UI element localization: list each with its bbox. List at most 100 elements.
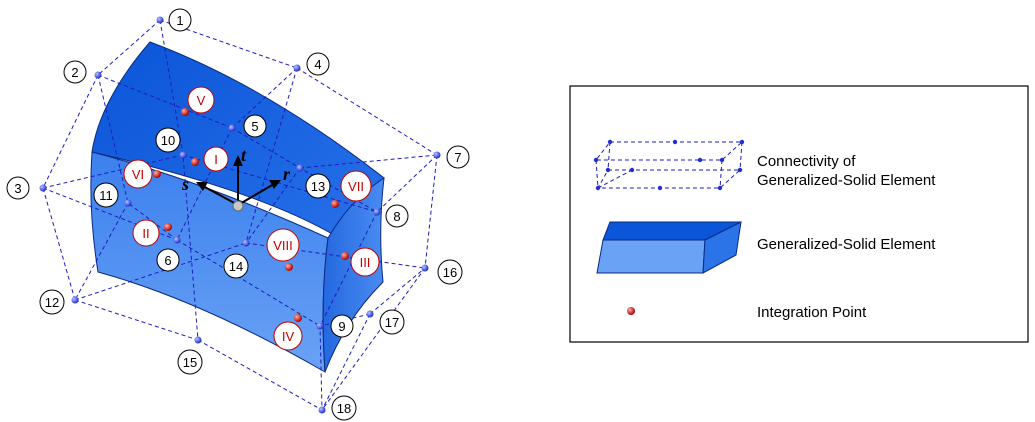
node-point <box>293 64 301 72</box>
node-label-text: 15 <box>183 355 197 370</box>
node-label-text: 1 <box>176 13 183 28</box>
r-axis-line <box>237 183 275 206</box>
ip-label-text: VIII <box>273 238 293 253</box>
node-point <box>421 264 429 272</box>
integration-point <box>341 252 349 260</box>
node-labels: 1 2 3 4 5 6 7 8 9 10 11 12 13 14 15 16 1… <box>6 8 470 421</box>
integration-point-icon <box>627 307 635 315</box>
node-label-text: 2 <box>71 65 78 80</box>
node-label-text: 17 <box>385 315 399 330</box>
solid-element-icon <box>596 221 742 274</box>
node-label-text: 8 <box>393 209 400 224</box>
node-point <box>373 208 381 216</box>
integration-point <box>294 314 302 322</box>
node-label-text: 5 <box>251 119 258 134</box>
integration-point <box>285 263 293 271</box>
ip-label-text: VI <box>132 167 144 182</box>
node-label-text: 4 <box>314 57 321 72</box>
legend-element-label: Generalized-Solid Element <box>757 236 936 253</box>
node-label-4: 4 <box>306 52 330 76</box>
node-label-9: 9 <box>330 314 354 338</box>
node-point <box>318 406 326 414</box>
connectivity-icon <box>594 141 744 189</box>
node-label-18: 18 <box>331 395 357 421</box>
integration-point <box>153 170 161 178</box>
node-label-text: 18 <box>337 401 351 416</box>
integration-point <box>164 223 172 231</box>
node-label-text: 9 <box>338 319 345 334</box>
ip-label-VI: VI <box>123 159 153 189</box>
node-point <box>156 16 164 24</box>
integration-points <box>153 108 349 322</box>
node-label-10: 10 <box>155 127 181 153</box>
node-label-text: 6 <box>164 253 171 268</box>
ip-label-text: V <box>197 93 206 108</box>
node-label-text: 10 <box>161 133 175 148</box>
node-point <box>316 322 324 330</box>
ip-label-text: II <box>142 226 149 241</box>
legend-box <box>569 85 1029 343</box>
s-axis-label: s <box>181 174 189 194</box>
origin-point <box>232 200 244 212</box>
legend: Connectivity of Generalized-Solid Elemen… <box>569 85 1029 343</box>
node-point <box>433 151 441 159</box>
node-point <box>179 151 187 159</box>
s-axis-arrow <box>196 182 208 191</box>
node-point <box>94 71 102 79</box>
node-label-16: 16 <box>437 259 463 285</box>
node-point <box>71 296 79 304</box>
node-label-text: 12 <box>45 295 59 310</box>
s-axis-line <box>202 185 239 206</box>
node-label-12: 12 <box>39 289 65 315</box>
node-label-text: 16 <box>443 265 457 280</box>
ip-label-VIII: VIII <box>266 228 300 262</box>
node-label-text: 14 <box>229 259 243 274</box>
node-point <box>39 184 47 192</box>
node-point <box>242 239 250 247</box>
local-axes <box>196 155 281 212</box>
ip-label-text: I <box>214 152 218 167</box>
ip-label-IV: IV <box>273 321 303 351</box>
solid-top-face <box>91 41 385 261</box>
node-label-11: 11 <box>93 182 119 208</box>
ip-label-VII: VII <box>340 170 372 202</box>
ip-label-text: IV <box>282 329 295 344</box>
node-label-15: 15 <box>177 349 203 375</box>
node-label-text: 7 <box>454 150 461 165</box>
node-label-17: 17 <box>379 309 405 335</box>
r-axis-arrow <box>269 180 281 189</box>
integration-point-labels: I II III IV V VI VII VIII <box>123 86 380 351</box>
node-point <box>366 310 374 318</box>
integration-point <box>181 108 189 116</box>
ip-label-III: III <box>350 247 380 277</box>
node-label-13: 13 <box>305 173 331 199</box>
legend-connectivity-line2: Generalized-Solid Element <box>757 172 936 189</box>
node-points <box>39 16 441 414</box>
legend-connectivity-line1: Connectivity of <box>757 153 856 170</box>
node-label-text: 13 <box>311 179 325 194</box>
integration-point <box>331 200 339 208</box>
integration-point <box>191 158 199 166</box>
r-axis-label: r <box>283 164 291 184</box>
connectivity-icon-nodes <box>593 139 745 191</box>
node-label-3: 3 <box>6 176 30 200</box>
node-point <box>124 199 132 207</box>
ip-label-I: I <box>203 146 229 172</box>
t-axis-label: t <box>241 145 247 165</box>
node-label-8: 8 <box>385 204 409 228</box>
t-axis-arrow <box>233 155 243 166</box>
ip-label-II: II <box>132 219 160 247</box>
node-label-text: 3 <box>14 181 21 196</box>
node-point <box>296 164 304 172</box>
node-point <box>173 236 181 244</box>
node-label-7: 7 <box>446 145 470 169</box>
node-label-6: 6 <box>156 248 180 272</box>
node-label-5: 5 <box>243 114 267 138</box>
node-label-14: 14 <box>223 253 249 279</box>
node-point <box>228 124 236 132</box>
ip-label-V: V <box>187 86 215 114</box>
node-label-2: 2 <box>63 60 87 84</box>
node-label-1: 1 <box>168 8 192 32</box>
node-point <box>194 336 202 344</box>
